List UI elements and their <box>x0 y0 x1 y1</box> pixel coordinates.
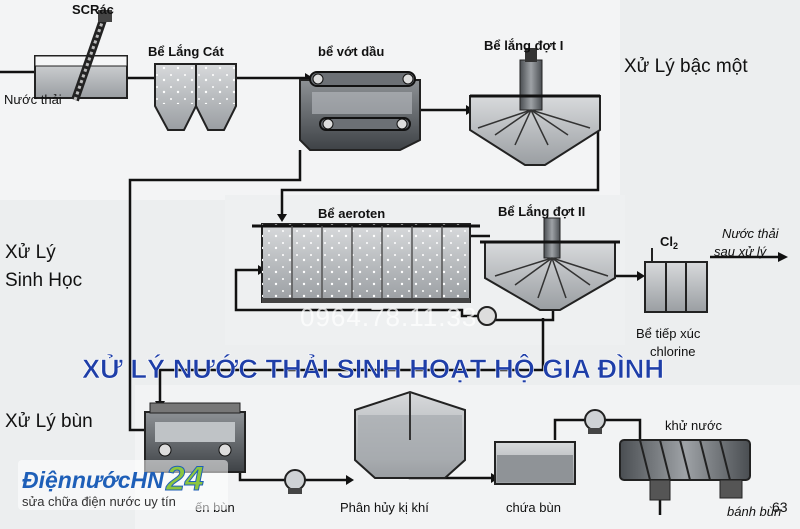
label-primary-clarifier: Bể lắng đợt I <box>484 38 563 53</box>
primary-clarifier <box>469 48 601 166</box>
aeration-tank <box>252 223 480 303</box>
label-contact-tank-1: Bể tiếp xúc <box>636 326 701 341</box>
label-screen: SCRác <box>72 2 114 17</box>
label-digester: Phân hủy kị khí <box>340 500 429 515</box>
label-dewatering: khử nước <box>665 418 723 433</box>
label-chlorine: Cl2 <box>660 234 678 251</box>
pipe-ras-return <box>234 268 478 318</box>
brand-name: ĐiệnnướcHN <box>22 467 164 493</box>
stage-primary: Xử Lý bậc một <box>624 56 748 77</box>
label-aeration-tank: Bể aeroten <box>318 206 385 221</box>
pump-icon <box>284 469 306 494</box>
pipe-waste-sludge <box>158 318 545 405</box>
pipe-storage-pump <box>553 418 585 440</box>
pipe-sludge-return <box>128 150 302 432</box>
brand-logo: ĐiệnnướcHN 24 sửa chữa điện nước uy tín <box>18 460 228 510</box>
anaerobic-digester <box>354 390 466 479</box>
label-sludge-storage: chứa bùn <box>506 500 561 515</box>
watermark-phone: 0964.78.11.33 <box>300 302 477 332</box>
pipe-primary-aeration <box>280 104 600 218</box>
pipes <box>0 70 785 515</box>
label-contact-tank-2: chlorine <box>650 344 696 359</box>
label-grit-tank: Bể Lắng Cát <box>148 44 225 59</box>
label-influent: Nước thải <box>4 92 62 107</box>
page-number: 63 <box>772 499 788 515</box>
label-sludge-cake: bánh bùn <box>727 504 781 519</box>
pump-icon <box>584 409 606 434</box>
label-effluent-2: sau xử lý <box>714 244 768 259</box>
grit-tank <box>154 63 237 131</box>
oil-separator-tank <box>299 71 421 151</box>
label-effluent-1: Nước thải <box>722 226 780 241</box>
dewatering-unit <box>619 439 751 501</box>
brand-tagline: sửa chữa điện nước uy tín <box>22 494 176 509</box>
pipe-thickener-pump <box>238 470 285 482</box>
stage-biological-1: Xử Lý <box>5 242 56 263</box>
stage-biological-2: Sinh Học <box>5 270 82 291</box>
sludge-storage-tank <box>494 441 576 485</box>
label-oil-tank: bể vớt dầu <box>318 44 384 59</box>
screen-unit <box>34 10 128 102</box>
chlorine-contact-tank <box>644 248 708 313</box>
label-secondary-clarifier: Bể Lắng đợt II <box>498 204 585 219</box>
stage-sludge: Xử Lý bùn <box>5 411 93 432</box>
secondary-clarifier <box>477 217 620 326</box>
brand-number: 24 <box>165 460 204 498</box>
banner-title: XỬ LÝ NƯỚC THẢI SINH HOẠT HỘ GIA ĐÌNH <box>82 352 664 384</box>
